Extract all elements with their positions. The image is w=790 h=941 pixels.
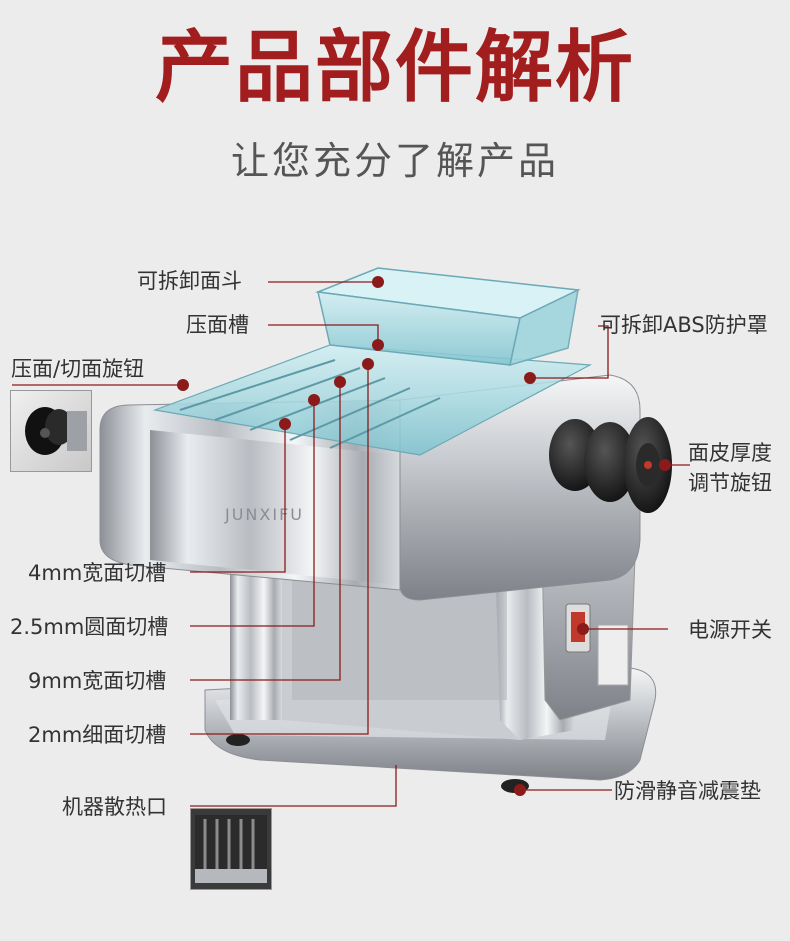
label-thickness: 面皮厚度 调节旋钮 [688, 438, 772, 498]
foot-left [226, 734, 250, 746]
label-knob: 压面/切面旋钮 [11, 357, 145, 381]
leader-lines [12, 281, 690, 807]
markers [177, 276, 671, 796]
label-cut-4mm: 4mm宽面切槽 [28, 561, 167, 585]
brand-mark: JUNXIFU [224, 505, 304, 524]
page-title: 产品部件解析 [154, 23, 635, 113]
hopper[interactable] [315, 267, 581, 367]
vent-closeup-image [190, 808, 272, 890]
label-press-slot: 压面槽 [186, 313, 249, 337]
label-feet: 防滑静音减震垫 [614, 779, 761, 803]
label-thickness-line2: 调节旋钮 [688, 471, 772, 495]
page-subtitle: 让您充分了解产品 [230, 139, 559, 183]
knob-closeup-image [10, 390, 92, 472]
label-cut-2mm: 2mm细面切槽 [28, 723, 167, 747]
thickness-knob[interactable] [549, 417, 672, 513]
label-cut-9mm: 9mm宽面切槽 [28, 669, 167, 693]
label-abs-cover: 可拆卸ABS防护罩 [600, 313, 768, 337]
label-thickness-line1: 面皮厚度 [688, 441, 772, 465]
label-cut-2-5mm: 2.5mm圆面切槽 [10, 615, 169, 639]
label-hopper: 可拆卸面斗 [137, 269, 242, 293]
label-vent: 机器散热口 [62, 795, 167, 819]
label-power-switch: 电源开关 [688, 618, 772, 642]
